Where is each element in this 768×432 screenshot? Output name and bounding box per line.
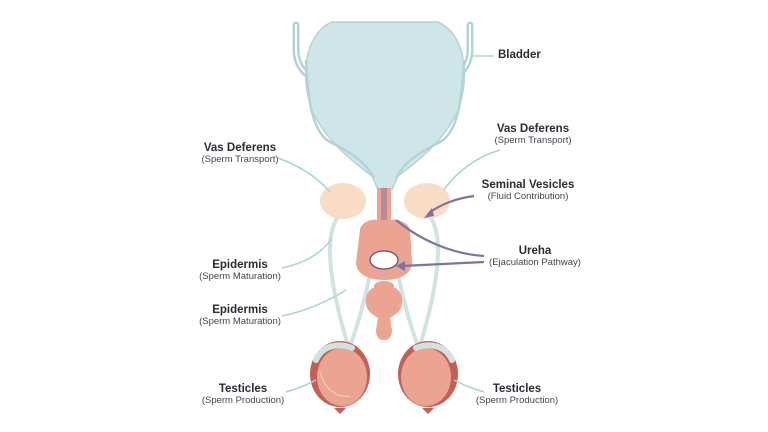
label-seminal-title: Seminal Vesicles bbox=[481, 179, 575, 191]
label-testicles-right: Testicles (Sperm Production) bbox=[476, 383, 558, 407]
label-seminal-sub: (Fluid Contribution) bbox=[487, 191, 569, 203]
label-test-right-sub: (Sperm Production) bbox=[475, 395, 559, 407]
label-testicles-left: Testicles (Sperm Production) bbox=[202, 383, 284, 407]
label-bladder: Bladder bbox=[498, 49, 541, 62]
label-test-left-sub: (Sperm Production) bbox=[201, 395, 285, 407]
urethra-opening bbox=[369, 250, 399, 270]
label-epidermis-1: Epidermis (Sperm Maturation) bbox=[199, 259, 281, 283]
prostate bbox=[356, 219, 412, 280]
label-epidermis-2: Epidermis (Sperm Maturation) bbox=[199, 304, 281, 328]
label-urethra-title: Ureha bbox=[518, 245, 552, 257]
label-vas-deferens-right: Vas Deferens (Sperm Transport) bbox=[494, 123, 571, 147]
label-bladder-title: Bladder bbox=[498, 49, 541, 61]
seminal-vesicle-right bbox=[404, 183, 450, 219]
label-test-right-title: Testicles bbox=[492, 383, 542, 395]
label-vas-deferens-left: Vas Deferens (Sperm Transport) bbox=[201, 142, 278, 166]
seminal-vesicle-left bbox=[320, 183, 366, 219]
label-epid-2-sub: (Sperm Maturation) bbox=[199, 316, 281, 328]
label-urethra: Ureha (Ejaculation Pathway) bbox=[489, 245, 581, 269]
label-vas-left-title: Vas Deferens bbox=[203, 142, 277, 154]
label-test-left-title: Testicles bbox=[218, 383, 268, 395]
label-urethra-sub: (Ejaculation Pathway) bbox=[489, 257, 581, 269]
arrow-heads bbox=[396, 208, 434, 271]
penile-bulb bbox=[365, 285, 403, 340]
label-vas-right-sub: (Sperm Transport) bbox=[494, 135, 572, 147]
label-epid-2-title: Epidermis bbox=[212, 304, 268, 316]
testicle-right bbox=[398, 341, 458, 414]
label-epid-1-title: Epidermis bbox=[212, 259, 268, 271]
label-vas-right-title: Vas Deferens bbox=[496, 123, 570, 135]
leader-lines bbox=[277, 55, 501, 393]
label-vas-left-sub: (Sperm Transport) bbox=[201, 154, 279, 166]
label-epid-1-sub: (Sperm Maturation) bbox=[199, 271, 281, 283]
label-seminal-vesicles: Seminal Vesicles (Fluid Contribution) bbox=[482, 179, 575, 203]
bladder-shape bbox=[304, 21, 466, 191]
testicle-left bbox=[310, 341, 370, 414]
vas-deferens-right-duct bbox=[394, 59, 466, 179]
